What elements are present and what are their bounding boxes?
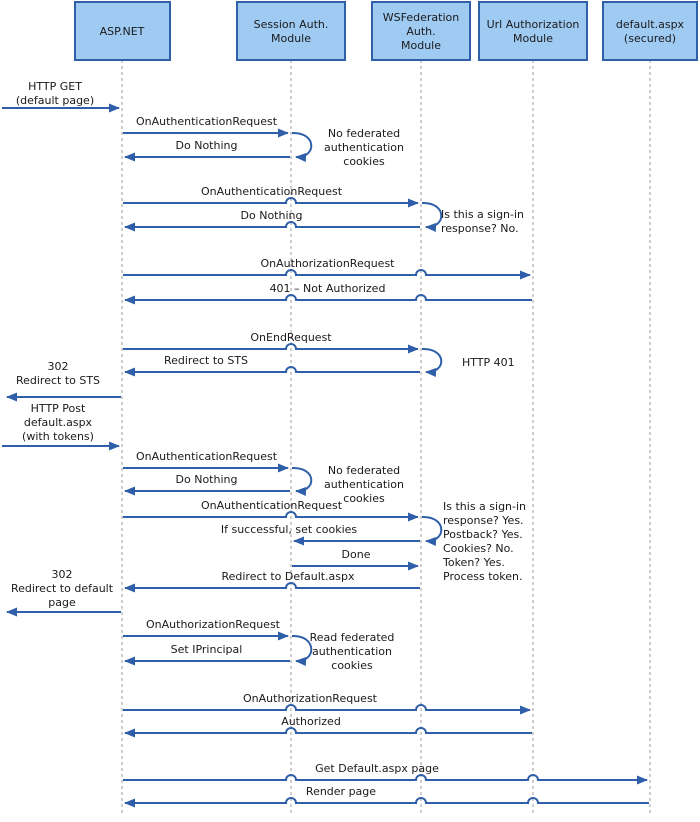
self-call-loop <box>291 131 313 162</box>
message: Done <box>292 548 419 571</box>
message: OnAuthorizationRequest <box>123 257 531 280</box>
message-label: If successful, set cookies <box>221 523 358 536</box>
message: Redirect to Default.aspx <box>124 570 420 593</box>
message-arrow <box>123 343 419 354</box>
participant-box <box>236 1 346 61</box>
message-arrow <box>124 797 649 808</box>
message: OnEndRequest <box>123 331 443 377</box>
message-label: OnAuthenticationRequest <box>201 185 343 198</box>
message-label: OnAuthenticationRequest <box>136 450 278 463</box>
message-arrow <box>123 269 531 280</box>
message: Render page <box>124 785 649 808</box>
message: Authorized <box>124 715 532 738</box>
message-label: Render page <box>306 785 376 798</box>
participant-label: ASP.NET <box>100 25 145 38</box>
message: OnAuthenticationRequest <box>123 185 443 232</box>
message-label: Do Nothing <box>176 473 238 486</box>
message-arrow <box>123 511 419 522</box>
message: Do Nothing <box>124 139 290 162</box>
message-arrow <box>123 197 419 208</box>
participant-box <box>371 1 471 61</box>
message: OnAuthorizationRequest <box>123 618 313 666</box>
message-label: OnEndRequest <box>250 331 332 344</box>
message-label: Redirect to Default.aspx <box>221 570 355 583</box>
message: OnAuthorizationRequest <box>123 692 531 715</box>
participant-box <box>602 1 698 61</box>
note: HTTP 401 <box>462 356 515 369</box>
self-call-loop <box>291 466 313 496</box>
participant-box <box>74 1 171 61</box>
message: 401 – Not Authorized <box>124 282 532 305</box>
message: OnAuthenticationRequest <box>123 450 313 496</box>
message-label: Authorized <box>281 715 341 728</box>
message: Do Nothing <box>124 209 420 232</box>
message-arrow <box>124 221 420 232</box>
message-label: Do Nothing <box>241 209 303 222</box>
message-arrow <box>124 294 532 305</box>
message-arrow <box>124 582 420 593</box>
message: Redirect to STS <box>124 354 420 377</box>
message-label: OnAuthenticationRequest <box>136 115 278 128</box>
message-arrow <box>124 366 420 377</box>
participant-box <box>478 1 588 61</box>
message-label: OnAuthorizationRequest <box>261 257 396 270</box>
message: Set IPrincipal <box>124 643 290 666</box>
self-call-loop <box>421 347 443 377</box>
external-message: HTTP GET(default page) <box>2 80 120 113</box>
message: OnAuthenticationRequest <box>123 115 313 162</box>
message-label: Done <box>342 548 371 561</box>
self-call-loop <box>421 515 443 546</box>
self-call-loop <box>421 201 443 232</box>
message-arrow <box>124 727 532 738</box>
message: If successful, set cookies <box>221 523 420 546</box>
message-label: Do Nothing <box>176 139 238 152</box>
message-label: OnAuthenticationRequest <box>201 499 343 512</box>
participant-label: Session Auth.Module <box>254 18 329 45</box>
message-label: 401 – Not Authorized <box>270 282 386 295</box>
message-label: Redirect to STS <box>164 354 248 367</box>
message-label: Set IPrincipal <box>171 643 243 656</box>
external-label: HTTP GET(default page) <box>16 80 94 107</box>
message-label: OnAuthorizationRequest <box>243 692 378 705</box>
message-arrow <box>123 774 648 785</box>
participant-aspnet: ASP.NET <box>74 1 171 61</box>
participant-label: default.aspx(secured) <box>616 18 685 45</box>
participant-page: default.aspx(secured) <box>602 1 698 61</box>
message: Get Default.aspx page <box>123 762 648 785</box>
message-label: Get Default.aspx page <box>315 762 439 775</box>
message-arrow <box>123 704 531 715</box>
participant-session: Session Auth.Module <box>236 1 346 61</box>
message: Do Nothing <box>124 473 290 496</box>
message-label: OnAuthorizationRequest <box>146 618 281 631</box>
message: OnAuthenticationRequest <box>123 499 443 546</box>
self-call-loop <box>291 634 313 666</box>
